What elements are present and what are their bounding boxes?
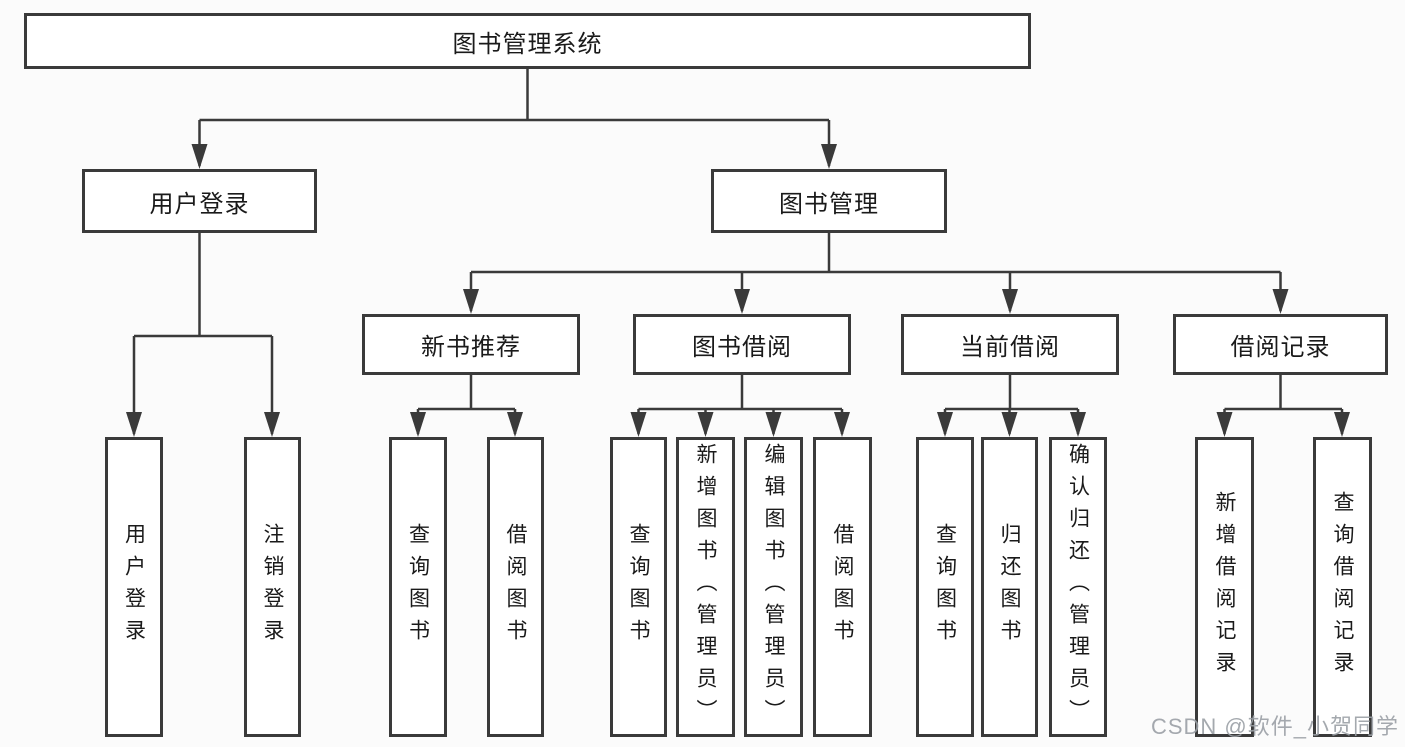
node-borrow-records: 借阅记录	[1173, 314, 1388, 375]
leaf-add-book-admin: 新增图书（管理员）	[676, 437, 735, 737]
arrowhead	[1216, 412, 1233, 437]
arrowhead	[765, 412, 782, 437]
node-new-book-recommend: 新书推荐	[362, 314, 580, 375]
csdn-watermark: CSDN @软件_小贺同学	[1150, 714, 1399, 739]
connector	[416, 375, 517, 434]
node-label: 查询借阅记录	[1331, 491, 1354, 683]
arrowhead	[697, 412, 714, 437]
leaf-borrow-book: 借阅图书	[813, 437, 872, 737]
leaf-query-book-recommend: 查询图书	[389, 437, 447, 737]
connector	[198, 69, 831, 166]
node-label: 新书推荐	[421, 334, 521, 361]
node-label: 当前借阅	[960, 334, 1060, 361]
node-label: 归还图书	[998, 523, 1021, 651]
node-label: 借阅图书	[831, 523, 854, 651]
node-root-system: 图书管理系统	[24, 13, 1031, 69]
arrowhead	[410, 412, 426, 437]
node-book-management: 图书管理	[711, 169, 947, 233]
node-label: 用户登录	[122, 523, 146, 651]
connector	[637, 375, 844, 434]
node-user-login: 用户登录	[82, 169, 317, 233]
node-label: 图书管理系统	[452, 30, 603, 58]
leaf-logout: 注销登录	[244, 437, 301, 737]
arrowhead	[734, 289, 750, 314]
arrowhead	[1272, 289, 1289, 314]
node-label: 新增借阅记录	[1213, 491, 1236, 683]
node-label: 用户登录	[149, 190, 250, 218]
leaf-return-book: 归还图书	[981, 437, 1038, 737]
node-current-borrow: 当前借阅	[901, 314, 1119, 375]
node-label: 查询图书	[627, 523, 650, 651]
arrowhead	[507, 412, 523, 437]
arrowhead	[463, 289, 479, 314]
arrowhead	[1001, 412, 1018, 437]
node-label: 确认归还（管理员）	[1066, 443, 1090, 731]
arrowhead	[1070, 412, 1086, 437]
arrowhead	[630, 412, 647, 437]
leaf-edit-book-admin: 编辑图书（管理员）	[744, 437, 803, 737]
arrowhead	[937, 412, 953, 437]
connector	[469, 233, 1282, 311]
node-label: 查询图书	[406, 523, 430, 651]
node-label: 新增图书（管理员）	[694, 443, 717, 731]
leaf-user-login: 用户登录	[105, 437, 163, 737]
leaf-add-borrow-record: 新增借阅记录	[1195, 437, 1254, 737]
node-label: 编辑图书（管理员）	[762, 443, 785, 731]
node-book-borrow: 图书借阅	[633, 314, 851, 375]
leaf-query-book-borrow: 查询图书	[610, 437, 667, 737]
node-label: 借阅记录	[1230, 334, 1331, 361]
arrowhead	[821, 144, 837, 169]
arrowhead	[126, 412, 142, 437]
leaf-query-book-current: 查询图书	[916, 437, 974, 737]
node-label: 查询图书	[933, 523, 957, 651]
node-label: 注销登录	[261, 523, 284, 651]
connector	[1223, 375, 1344, 434]
arrowhead	[191, 144, 208, 169]
connector	[132, 233, 274, 434]
arrowhead	[264, 412, 280, 437]
node-label: 图书管理	[779, 190, 879, 218]
leaf-borrow-book-recommend: 借阅图书	[487, 437, 544, 737]
arrowhead	[1002, 289, 1018, 314]
node-label: 图书借阅	[692, 334, 792, 361]
arrowhead	[834, 412, 850, 437]
leaf-confirm-return-admin: 确认归还（管理员）	[1049, 437, 1107, 737]
leaf-query-borrow-record: 查询借阅记录	[1313, 437, 1372, 737]
arrowhead	[1334, 412, 1350, 437]
node-label: 借阅图书	[504, 523, 527, 651]
